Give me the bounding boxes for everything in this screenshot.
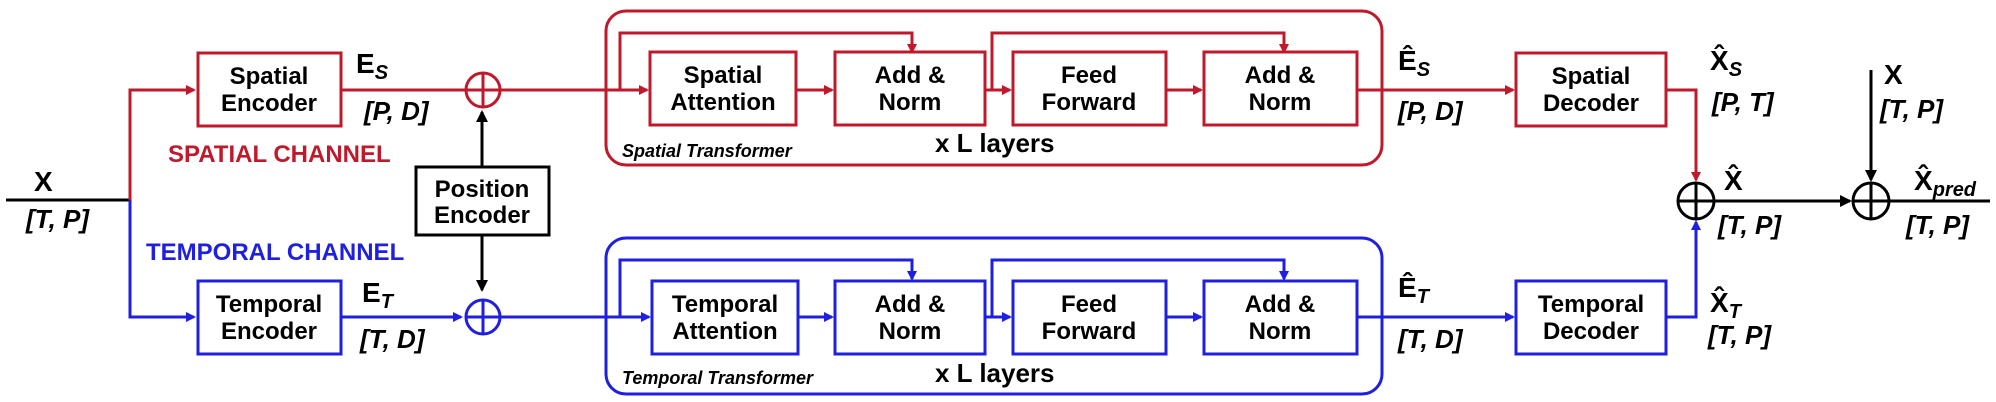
- spatial-layers-label: x L layers: [935, 128, 1055, 158]
- fusion-out-dims: [T, P]: [1717, 210, 1782, 240]
- spatial-transformer-label: Spatial Transformer: [622, 141, 793, 161]
- temporal-addnorm2-box: [1202, 279, 1359, 356]
- spatial-enc-out-dims: [P, D]: [363, 96, 430, 126]
- spatial-ff-line2: Forward: [1042, 89, 1137, 116]
- spatial-attention-line2: Attention: [670, 89, 775, 116]
- spatial-tf-out-dims: [P, D]: [1397, 96, 1464, 126]
- temporal-ff-line1: Feed: [1061, 291, 1117, 318]
- residual-sum-node: [1851, 181, 1891, 221]
- temporal-encoder-box: [196, 279, 343, 356]
- residual-input-dims: [T, P]: [1879, 94, 1944, 124]
- temporal-ff-line2: Forward: [1042, 318, 1137, 345]
- temporal-dec-out-label: X̂T: [1710, 286, 1743, 323]
- residual-input-symbol: X: [1884, 59, 1903, 90]
- temporal-transformer-label: Temporal Transformer: [622, 368, 814, 388]
- spatial-dec-out-label: X̂S: [1710, 44, 1743, 81]
- temporal-addnorm2-line2: Norm: [1249, 318, 1312, 345]
- fusion-sum-node: [1676, 181, 1716, 221]
- temporal-channel-label: TEMPORAL CHANNEL: [146, 239, 404, 266]
- temporal-ff-box: [1011, 279, 1168, 356]
- position-encoder-box: [414, 165, 551, 237]
- temporal-decoder-line2: Decoder: [1543, 318, 1639, 345]
- spatial-residual-2: [990, 31, 1289, 90]
- temporal-residual-2: [990, 258, 1289, 317]
- temporal-encoder-line1: Temporal: [216, 291, 322, 318]
- temporal-attention-line2: Attention: [672, 318, 777, 345]
- output-dims: [T, P]: [1905, 210, 1970, 240]
- spatial-dec-out-dims: [P, T]: [1711, 87, 1775, 117]
- spatial-branch-arrow: [128, 85, 196, 200]
- spatial-addnorm2-line1: Add &: [1245, 62, 1316, 89]
- temporal-layers-label: x L layers: [935, 358, 1055, 388]
- spatial-addnorm1-line1: Add &: [875, 62, 946, 89]
- output-label: X̂pred: [1914, 164, 1977, 201]
- spatial-ff-box: [1011, 50, 1168, 127]
- temporal-tf-out-label: ÊT: [1398, 272, 1431, 308]
- spatial-addnorm2-line2: Norm: [1249, 89, 1312, 116]
- temporal-encoder-line2: Encoder: [221, 318, 317, 345]
- temporal-sum-node: [464, 298, 502, 336]
- spatial-attention-line1: Spatial: [684, 62, 763, 89]
- temporal-branch-arrow: [128, 200, 196, 322]
- temporal-enc-out-label: ET: [362, 277, 395, 313]
- fusion-out-label: X̂: [1724, 164, 1743, 196]
- temporal-addnorm1-line1: Add &: [875, 291, 946, 318]
- position-encoder-line2: Encoder: [434, 202, 530, 229]
- spatial-enc-out-label: ES: [356, 48, 389, 84]
- spatial-sum-node: [464, 71, 502, 109]
- temporal-enc-out-dims: [T, D]: [359, 324, 426, 354]
- temporal-tf-out-dims: [T, D]: [1397, 324, 1464, 354]
- temporal-channel: TEMPORAL CHANNEL Temporal Encoder ET [T,…: [128, 200, 1772, 396]
- temporal-addnorm2-line1: Add &: [1245, 291, 1316, 318]
- temporal-addnorm1-line2: Norm: [879, 318, 942, 345]
- spatial-channel-label: SPATIAL CHANNEL: [168, 141, 391, 168]
- spatial-tf-out-label: ÊS: [1398, 45, 1431, 81]
- spatial-decoder-line2: Decoder: [1543, 90, 1639, 117]
- position-encoder: Position Encoder: [414, 110, 551, 292]
- input-x-label: X [T, P]: [25, 166, 90, 234]
- position-encoder-line1: Position: [435, 176, 530, 203]
- spatial-addnorm1-line2: Norm: [879, 89, 942, 116]
- spatial-decoder-to-sum: [1666, 88, 1701, 182]
- input-dims: [T, P]: [25, 204, 90, 234]
- spatial-channel: SPATIAL CHANNEL Spatial Encoder ES [P, D…: [128, 9, 1775, 200]
- spatial-encoder-line2: Encoder: [221, 90, 317, 117]
- spatial-decoder-box: [1514, 51, 1668, 128]
- temporal-residual-1: [618, 258, 917, 317]
- temporal-attention-line1: Temporal: [672, 291, 778, 318]
- temporal-decoder-box: [1514, 279, 1668, 356]
- input-symbol: X: [34, 166, 53, 197]
- temporal-dec-out-dims: [T, P]: [1707, 320, 1772, 350]
- temporal-decoder-line1: Temporal: [1538, 291, 1644, 318]
- temporal-decoder-to-sum: [1666, 220, 1701, 319]
- spatial-decoder-line1: Spatial: [1552, 63, 1631, 90]
- spatial-transformer-container: [604, 9, 1384, 167]
- spatial-ff-line1: Feed: [1061, 62, 1117, 89]
- spatial-residual-1: [618, 31, 917, 90]
- spatial-encoder-line1: Spatial: [230, 63, 309, 90]
